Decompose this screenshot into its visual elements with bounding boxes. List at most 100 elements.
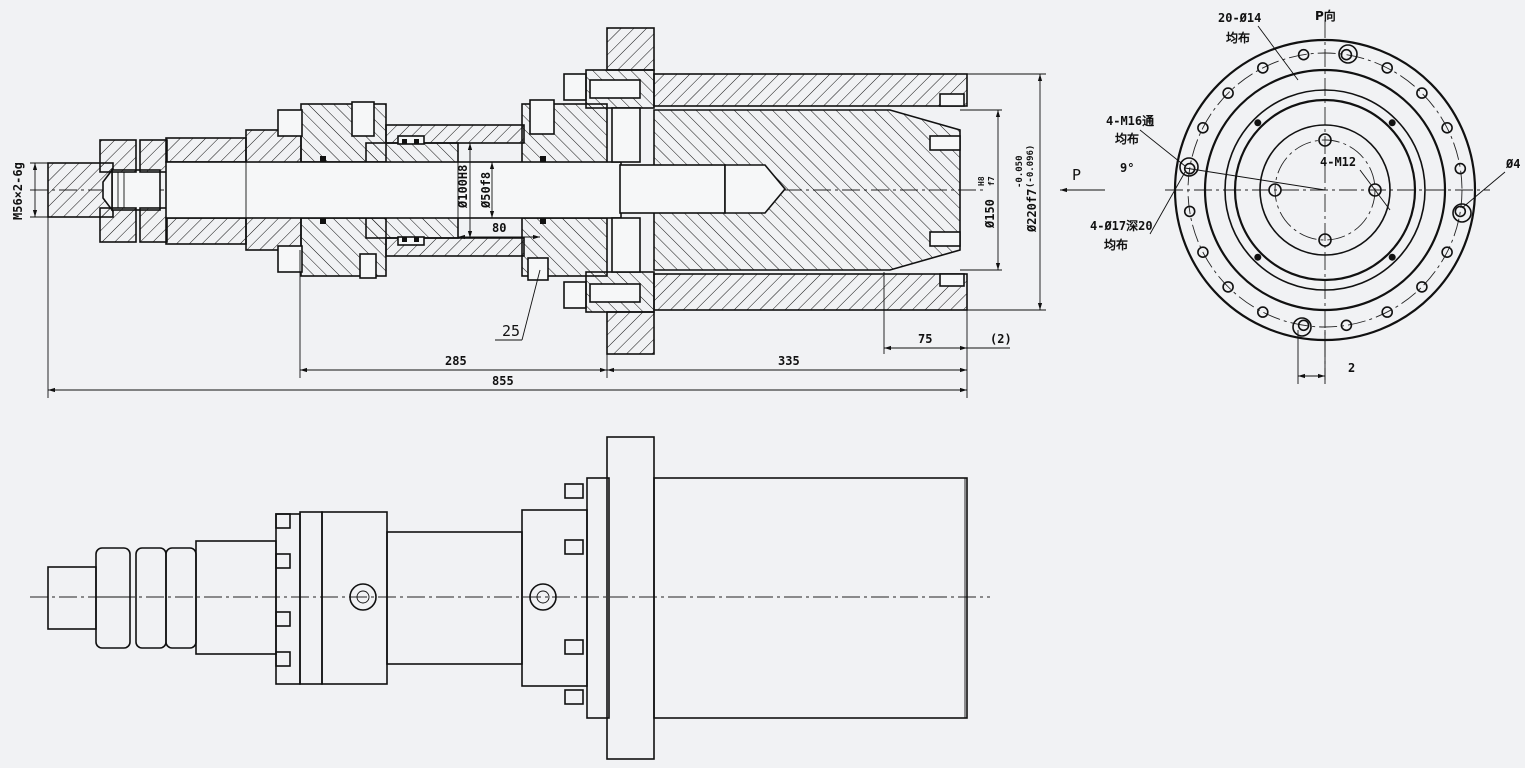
bore-dim: Ø100H8 xyxy=(456,165,470,209)
hole-d14 xyxy=(1340,48,1353,61)
pin-bottom xyxy=(929,231,961,247)
balloon-25: 25 xyxy=(502,322,520,340)
thread-core xyxy=(111,169,161,211)
rear-block-bottom xyxy=(245,215,302,251)
plunger-stem xyxy=(619,164,726,214)
hole-d14 xyxy=(1257,306,1269,318)
outer220-tol-lower: (-0.096) xyxy=(1026,145,1036,188)
holes-m12 xyxy=(1268,133,1382,247)
plug-front-top xyxy=(529,99,555,135)
bolt-rear-top xyxy=(277,109,303,137)
hole-d14 xyxy=(1416,87,1428,99)
side-rear-cap xyxy=(195,540,277,655)
plug-rear-top xyxy=(351,101,375,137)
outer220-tol-upper: -0.050 xyxy=(1015,155,1025,188)
hex-nut-2-bottom xyxy=(139,207,168,243)
hole-d14 xyxy=(1183,162,1196,175)
holes-m16 xyxy=(1254,119,1396,261)
mount-flange-bottom xyxy=(606,311,655,355)
side-rear-ring xyxy=(299,511,323,685)
hole-d14 xyxy=(1222,87,1234,99)
hole-d14 xyxy=(1340,319,1353,332)
dim-2-paren: (2) xyxy=(990,332,1012,346)
plug-rear-bottom xyxy=(359,253,377,279)
side-flange-ring xyxy=(586,477,610,719)
holes-20-label: 20-Ø14 xyxy=(1218,11,1261,25)
hole-d14 xyxy=(1297,48,1310,61)
cap-screw-bottom xyxy=(589,283,641,303)
inner-circle-1 xyxy=(1224,89,1426,291)
bore150-tol-lower: f7 xyxy=(987,176,996,186)
d17-hole-right xyxy=(1452,203,1472,223)
dim-335: 335 xyxy=(778,354,800,368)
hole-d14 xyxy=(1381,62,1393,74)
d17-hole-top xyxy=(1338,44,1358,64)
front-barrel-top xyxy=(653,73,968,107)
pin-top xyxy=(929,135,961,151)
side-bolts xyxy=(275,483,584,705)
hole-d14 xyxy=(1197,122,1209,134)
hole-m12 xyxy=(1368,183,1382,197)
hex-nut-1-top xyxy=(99,139,137,173)
wiper-bottom xyxy=(939,273,965,287)
direction-p-label: P xyxy=(1072,166,1081,184)
bolt-circle xyxy=(1187,52,1463,328)
spacer-top xyxy=(611,107,641,163)
dim-75: 75 xyxy=(918,332,932,346)
m12-label: 4-M12 xyxy=(1320,155,1356,169)
holes-20-note: 均布 xyxy=(1226,30,1250,45)
hole-m12 xyxy=(1318,133,1332,147)
dim-285: 285 xyxy=(445,354,467,368)
hole-d14 xyxy=(1454,205,1467,218)
side-front-barrel xyxy=(653,477,968,719)
rear-cap-bottom xyxy=(165,217,247,245)
bolt-rear-bottom xyxy=(277,245,303,273)
dim-2: 2 xyxy=(1348,361,1355,375)
barrel-circle xyxy=(1203,68,1447,312)
section-view: M56×2-6g Ø100H8 Ø50f8 80 Ø150 H8 f7 Ø220… xyxy=(11,27,1105,398)
rod-dim: Ø50f8 xyxy=(479,172,493,209)
plug-front-bottom xyxy=(527,257,549,281)
hole-m16 xyxy=(1388,119,1396,127)
side-port-front xyxy=(529,583,557,611)
m16-note: 均布 xyxy=(1115,131,1139,146)
side-rear-head xyxy=(321,511,388,685)
angle-label: 9° xyxy=(1120,161,1134,175)
d17-note: 均布 xyxy=(1104,237,1128,252)
hole-d14 xyxy=(1441,246,1453,258)
thread-callout: M56×2-6g xyxy=(11,162,25,220)
piston-seal-top xyxy=(397,135,425,145)
dim-855: 855 xyxy=(492,374,514,388)
side-cylinder-tube xyxy=(386,531,523,665)
end-view: P向 20-Ø14 均布 4-M16通 均布 9° 4-M12 4-Ø17深20… xyxy=(1090,8,1520,384)
hole-d14 xyxy=(1416,281,1428,293)
d4-label: Ø4 xyxy=(1505,157,1520,171)
hole-d14 xyxy=(1222,281,1234,293)
hole-d14 xyxy=(1257,62,1269,74)
hole-d14 xyxy=(1441,122,1453,134)
hole-d14 xyxy=(1183,205,1196,218)
d17-hole-bottom xyxy=(1292,317,1312,337)
inner-circle-2 xyxy=(1233,98,1417,282)
side-front-head xyxy=(521,509,588,687)
hole-m16 xyxy=(1254,253,1262,261)
piston-bottom xyxy=(365,215,459,239)
plunger-tip xyxy=(724,164,787,214)
side-threaded-end xyxy=(47,566,97,630)
side-hex-nut-2 xyxy=(135,547,167,649)
hex-nut-1-bottom xyxy=(99,207,137,243)
cap-screw-top xyxy=(589,79,641,99)
d17-label: 4-Ø17深20 xyxy=(1090,218,1153,233)
wiper-top xyxy=(939,93,965,107)
mount-flange-top xyxy=(606,27,655,71)
hex-nut-2-top xyxy=(139,139,168,173)
d17-hole-left xyxy=(1179,157,1199,177)
bolt-front-bottom xyxy=(563,281,587,309)
hole-m16 xyxy=(1254,119,1262,127)
inner-circle-3 xyxy=(1259,124,1391,256)
piston-seal-bottom xyxy=(397,236,425,246)
hole-m12 xyxy=(1318,233,1332,247)
hole-m12 xyxy=(1268,183,1282,197)
thread-chamfer xyxy=(102,167,113,213)
bolt-front-top xyxy=(563,73,587,101)
